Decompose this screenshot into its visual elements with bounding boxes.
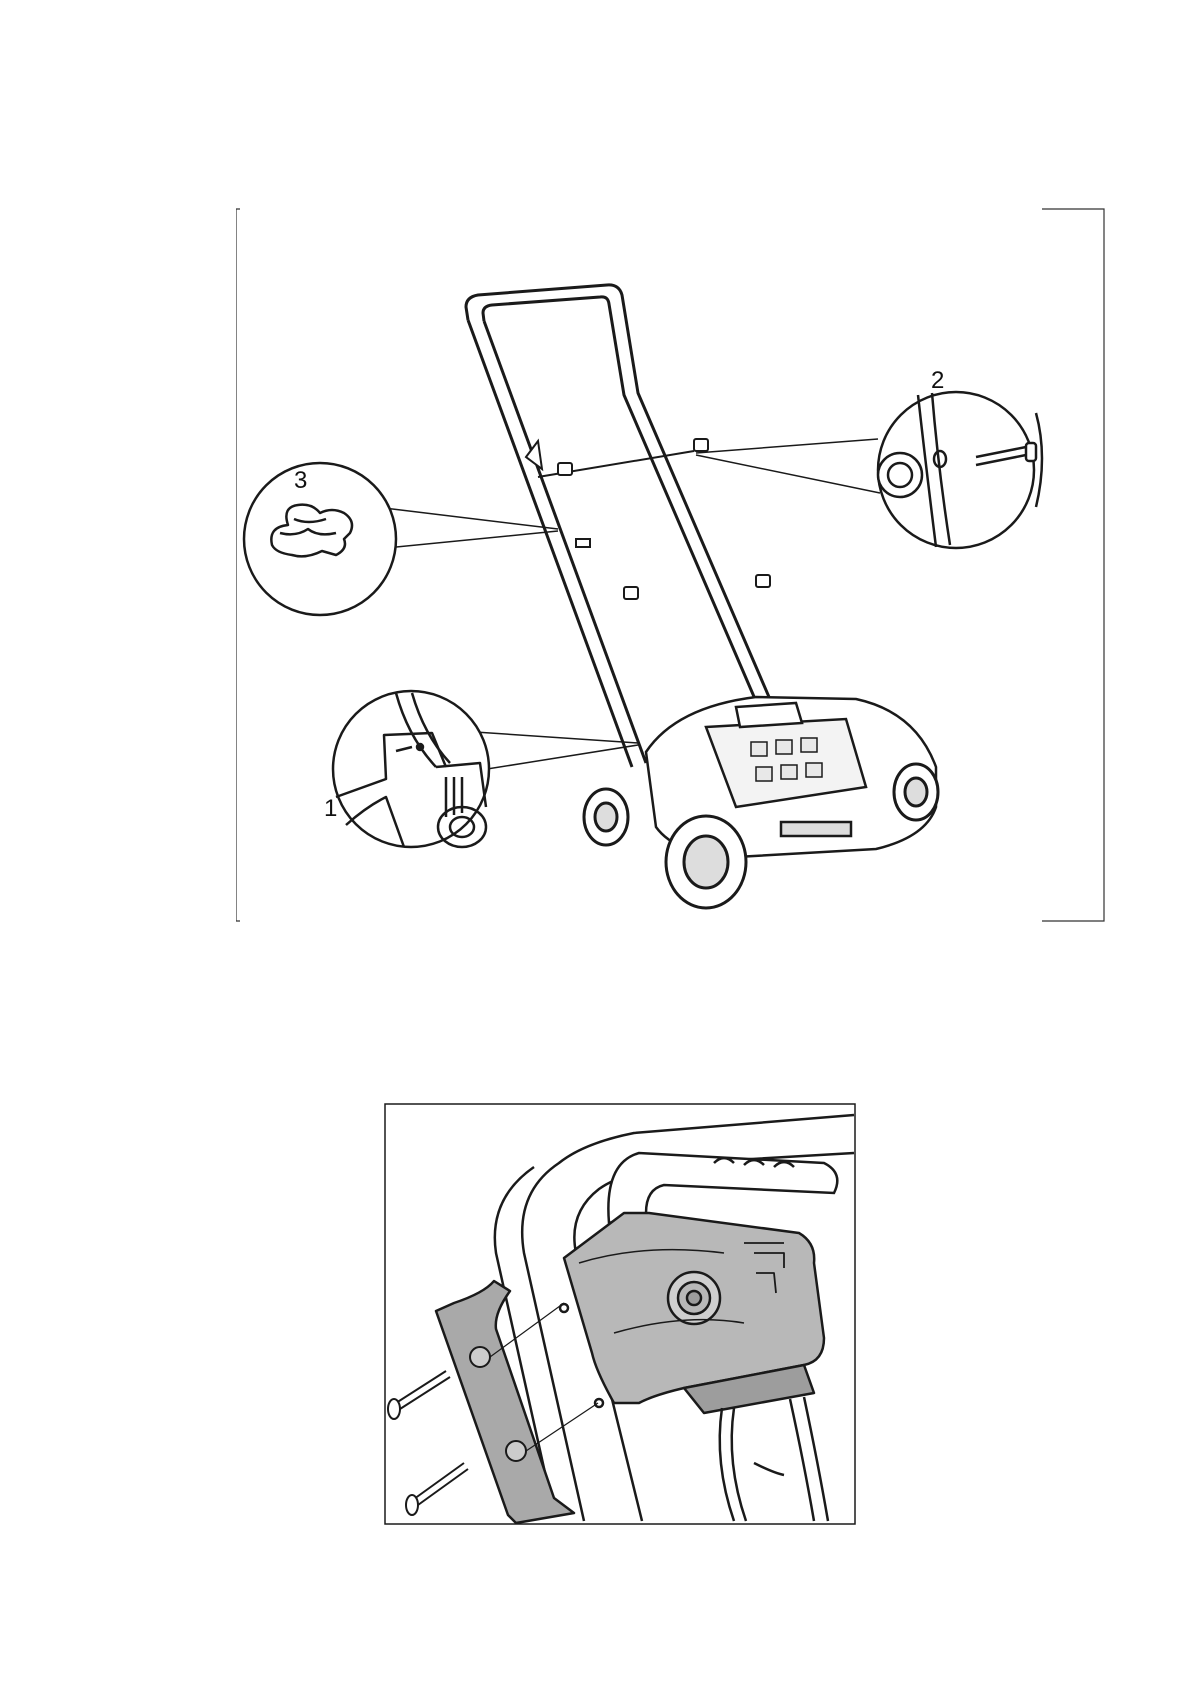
lawn-mower-illustration bbox=[236, 207, 1106, 923]
callout-number-2: 2 bbox=[931, 369, 944, 393]
knob-bolt-icon bbox=[878, 392, 1042, 548]
callout-number-1: 1 bbox=[324, 797, 337, 821]
callout-number-3: 3 bbox=[294, 469, 307, 493]
assembly-figure-1: 2 3 1 bbox=[236, 207, 1106, 923]
switch-box-illustration bbox=[384, 1103, 856, 1525]
switch-housing bbox=[564, 1213, 824, 1413]
cable-clip-icon bbox=[244, 463, 396, 615]
assembly-figure-2 bbox=[384, 1103, 856, 1525]
mower-handle bbox=[466, 285, 794, 767]
screw-detail-icon bbox=[333, 691, 489, 847]
